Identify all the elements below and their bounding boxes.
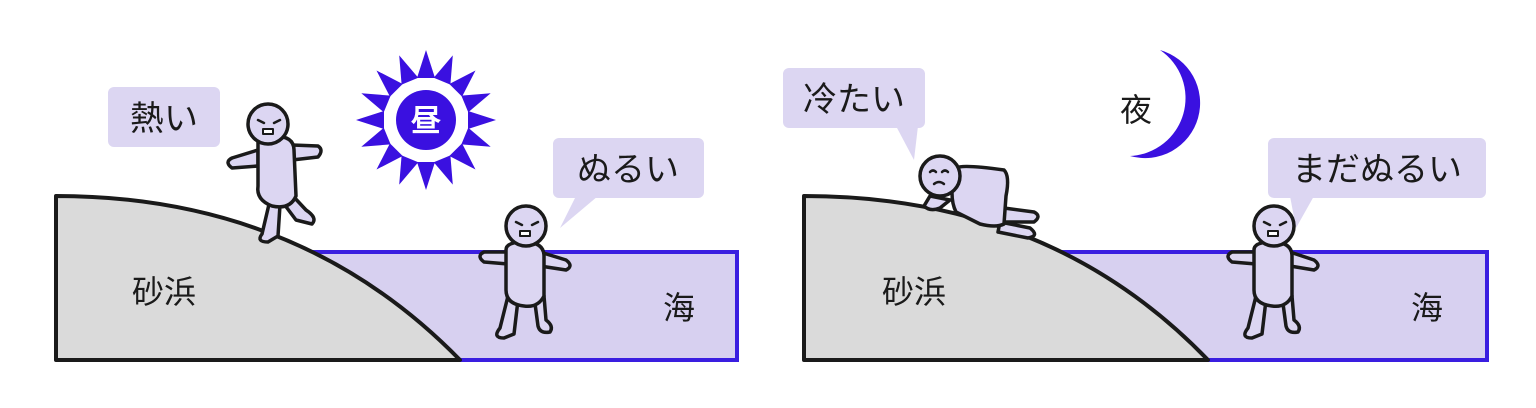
person-icon — [918, 154, 1040, 240]
person-icon — [478, 204, 572, 340]
night-bubble-beach-text: 冷たい — [803, 80, 905, 120]
moon-label: 夜 — [1120, 91, 1152, 129]
sun-icon: 昼 — [356, 50, 496, 190]
night-bubble-sea: まだぬるい — [1268, 138, 1486, 228]
moon-icon — [1130, 50, 1201, 159]
person-icon — [1226, 204, 1320, 340]
day-beach-label: 砂浜 — [132, 273, 196, 311]
day-panel: 砂浜 海 — [54, 50, 739, 362]
night-bubble-beach: 冷たい — [783, 68, 925, 160]
day-bubble-beach-text: 熱い — [130, 99, 198, 139]
day-bubble-sea-text: ぬるい — [577, 150, 679, 190]
night-beach-label: 砂浜 — [882, 273, 946, 311]
day-sea-label: 海 — [663, 289, 695, 327]
day-bubble-beach: 熱い — [108, 87, 220, 147]
night-sea-label: 海 — [1411, 289, 1443, 327]
sun-label: 昼 — [411, 104, 441, 139]
night-panel: 砂浜 海 夜 冷たい まだぬるい — [783, 50, 1489, 362]
night-bubble-sea-text: まだぬるい — [1292, 150, 1462, 190]
person-icon — [226, 102, 323, 244]
day-bubble-sea: ぬるい — [553, 138, 704, 228]
